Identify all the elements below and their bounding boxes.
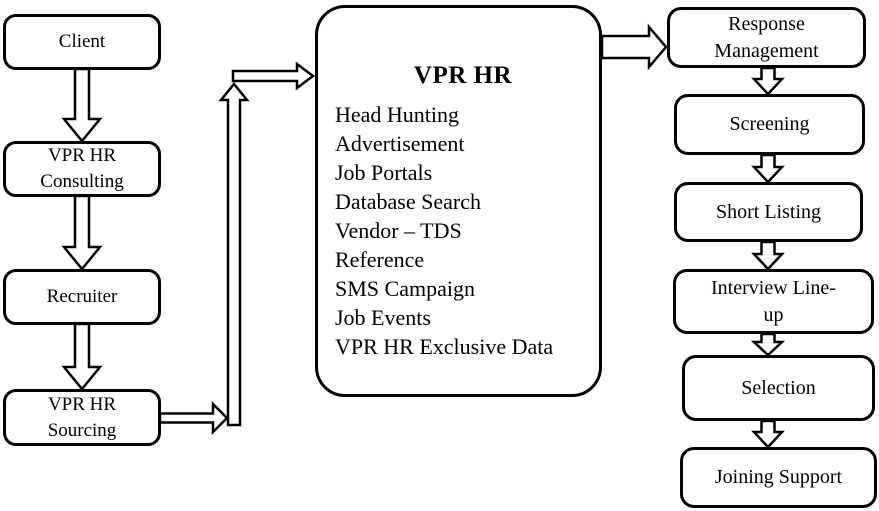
list-item-job-portals: Job Portals (335, 160, 433, 185)
flow-box-recruiter: Recruiter (3, 269, 161, 325)
arrow-interview-to-selection-icon (750, 332, 786, 357)
flow-box-selection: Selection (682, 355, 875, 421)
center-box-vpr-hr: VPR HR Head Hunting Advertisement Job Po… (315, 5, 602, 397)
flow-box-interview-line-up: Interview Line-up (673, 269, 874, 334)
arrow-consulting-to-recruiter-icon (61, 194, 103, 271)
flow-box-response-management: Response Management (667, 7, 866, 68)
list-item-reference: Reference (335, 247, 425, 272)
arrow-center-to-response-icon (600, 23, 668, 71)
arrow-screening-to-shortlisting-icon (751, 153, 785, 184)
arrow-response-to-screening-icon (751, 66, 785, 96)
list-item-job-events: Job Events (335, 305, 431, 330)
list-item-vendor-tds: Vendor – TDS (335, 218, 462, 243)
list-item-database-search: Database Search (335, 189, 481, 214)
center-box-list: Head Hunting Advertisement Job Portals D… (335, 100, 591, 361)
list-item-head-hunting: Head Hunting (335, 102, 460, 127)
list-item-sms-campaign: SMS Campaign (335, 276, 475, 301)
arrow-recruiter-to-sourcing-icon (61, 322, 103, 391)
list-item-vpr-hr-exclusive-data: VPR HR Exclusive Data (335, 334, 554, 359)
flow-box-client: Client (3, 14, 161, 70)
flow-box-short-listing: Short Listing (674, 182, 863, 242)
flow-box-joining-support: Joining Support (680, 447, 877, 508)
flow-box-vpr-hr-sourcing: VPR HR Sourcing (3, 389, 161, 446)
arrow-sourcing-to-riser-icon (158, 400, 229, 436)
list-item-advertisement: Advertisement (335, 131, 465, 156)
center-box-title: VPR HR (413, 62, 513, 89)
arrow-into-center-box-icon (231, 61, 316, 91)
arrow-shortlisting-to-interview-icon (751, 240, 785, 271)
flow-box-vpr-hr-consulting: VPR HR Consulting (3, 141, 161, 197)
arrow-selection-to-joining-icon (751, 419, 785, 449)
flow-box-screening: Screening (674, 94, 865, 155)
arrow-riser-up-icon (218, 82, 250, 427)
arrow-client-to-consulting-icon (61, 67, 103, 143)
